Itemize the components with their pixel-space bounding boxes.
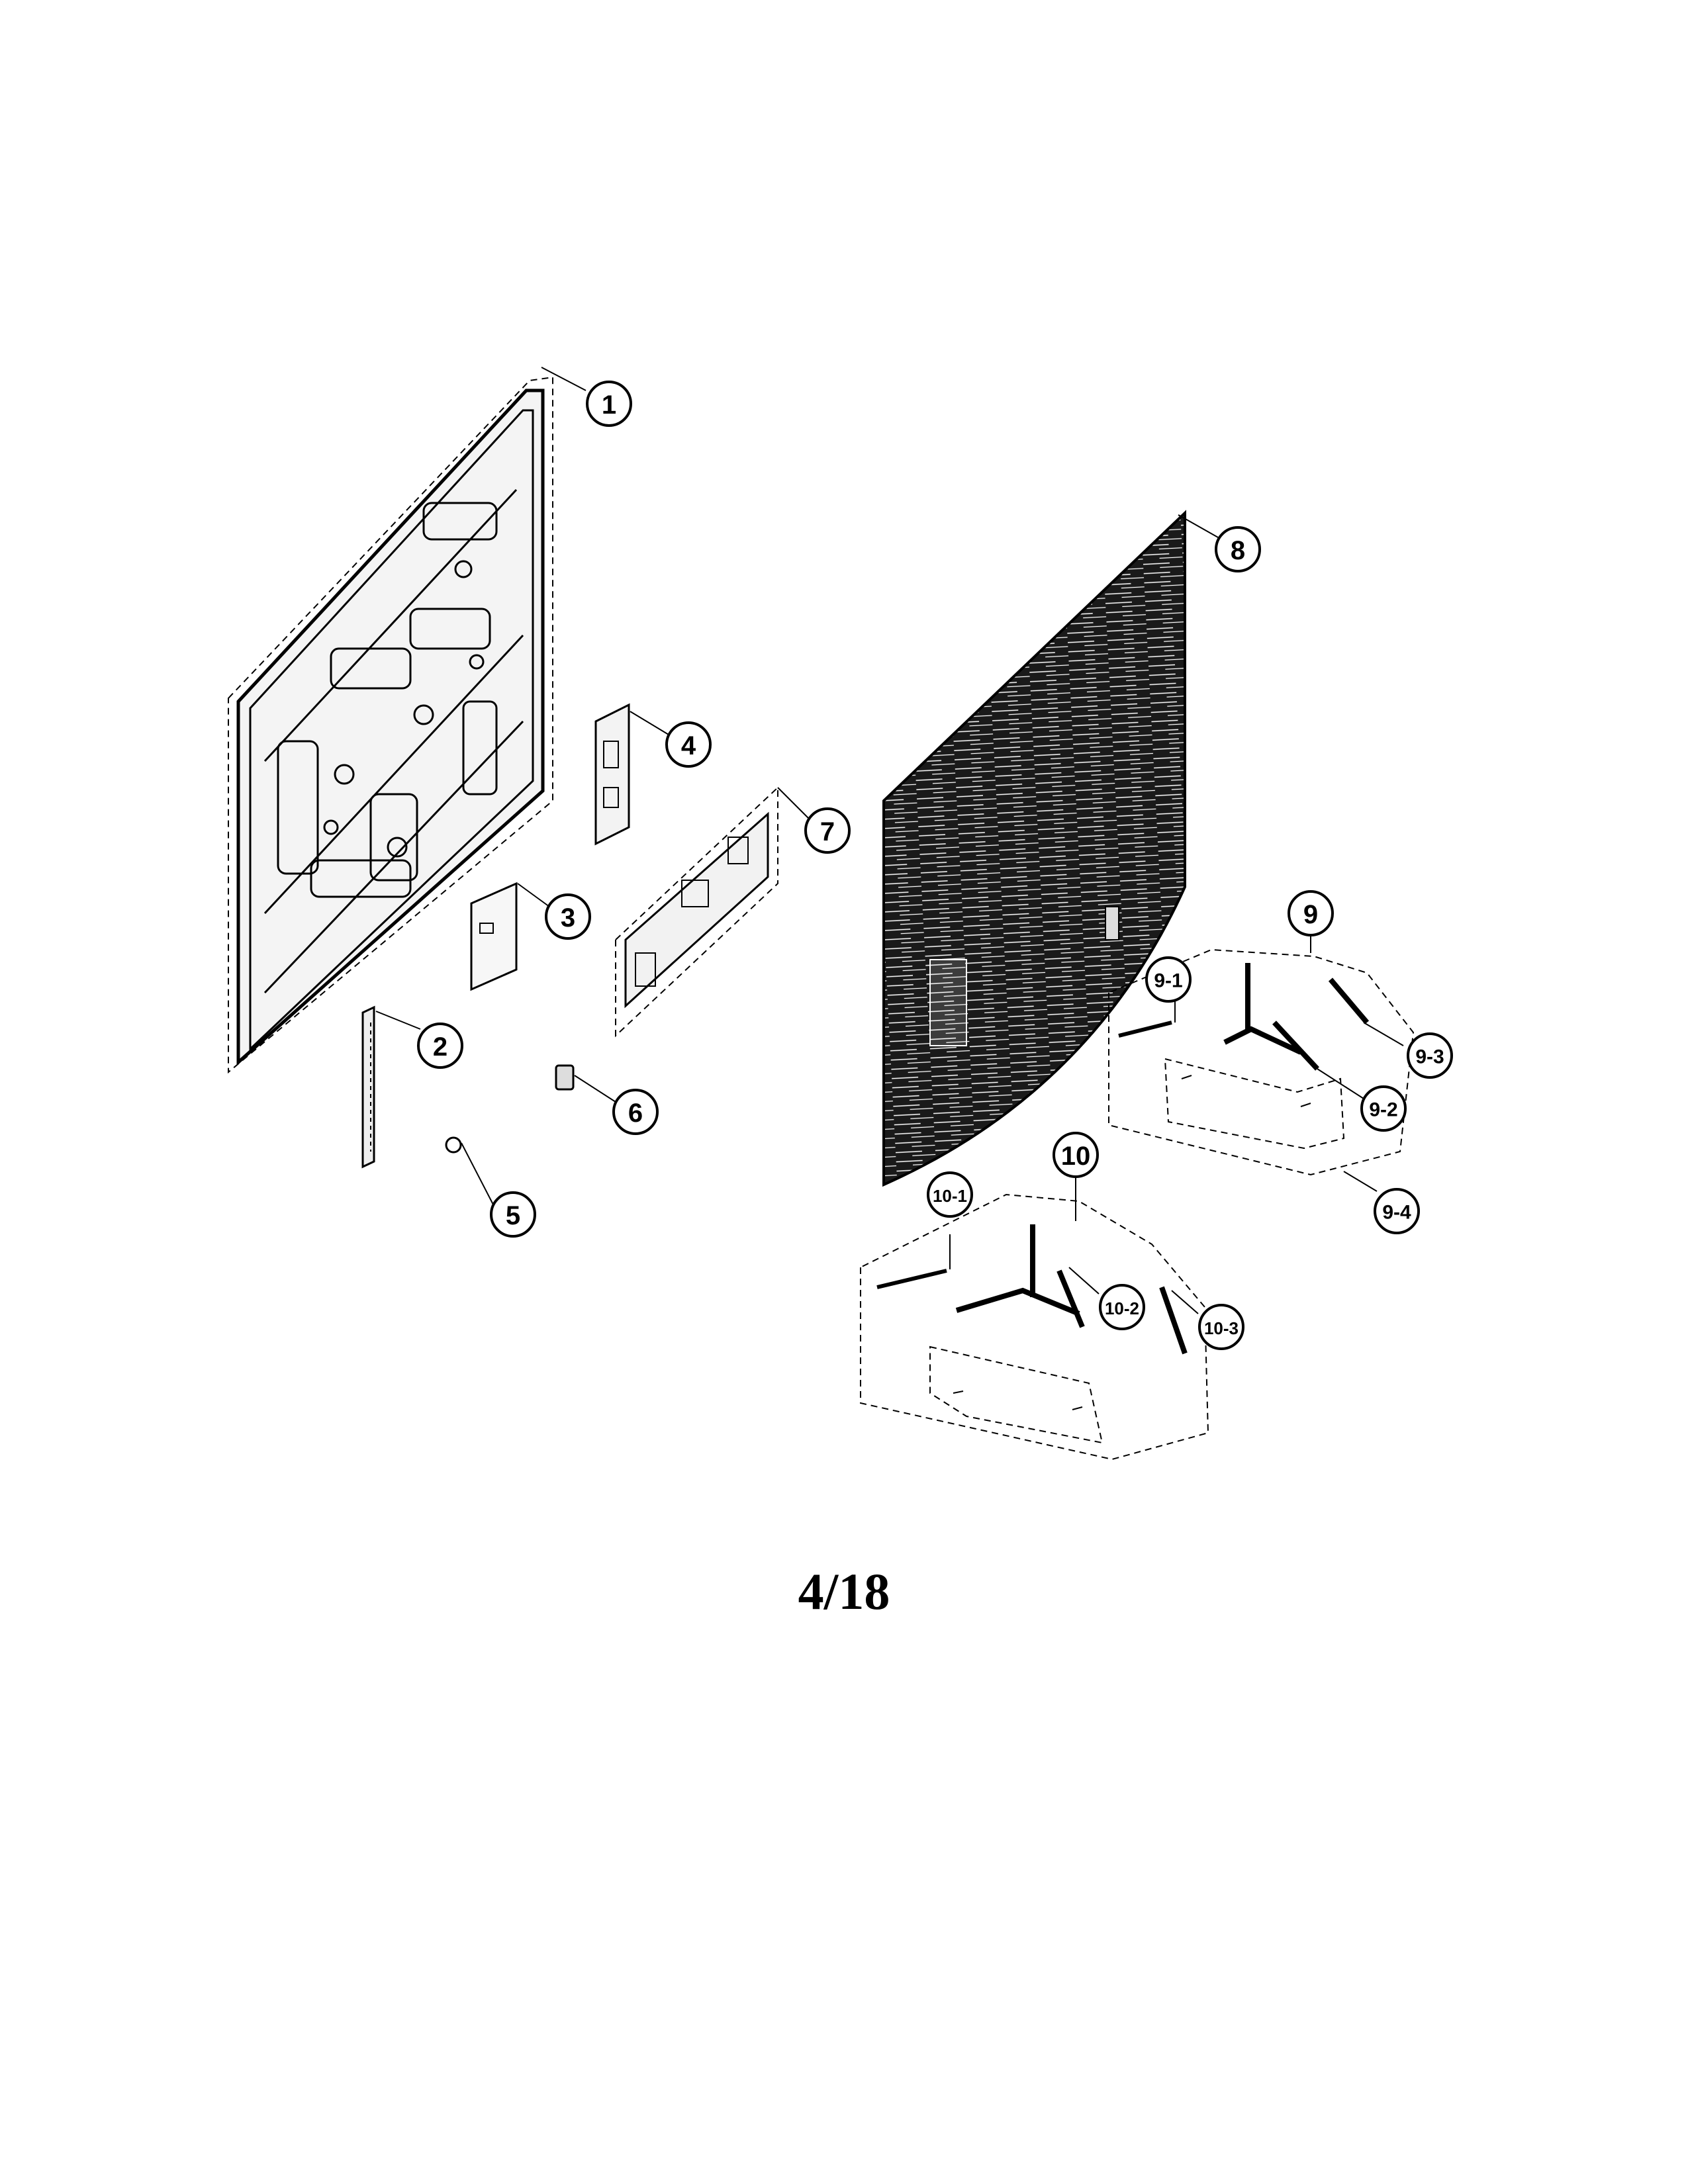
callout-label: 7 bbox=[820, 817, 835, 846]
callout-label: 9-1 bbox=[1154, 970, 1182, 992]
bracket-part-2 bbox=[361, 1005, 421, 1169]
board-part-3 bbox=[470, 882, 550, 991]
callout-label: 9-2 bbox=[1369, 1099, 1397, 1121]
callout-2: 2 bbox=[417, 1023, 463, 1069]
board-part-7 bbox=[615, 786, 812, 1038]
callout-label: 4 bbox=[681, 731, 696, 760]
callout-3: 3 bbox=[545, 893, 591, 940]
callout-label: 2 bbox=[433, 1032, 447, 1062]
callout-9-4: 9-4 bbox=[1374, 1188, 1420, 1234]
callout-5: 5 bbox=[490, 1191, 536, 1238]
callout-9-2: 9-2 bbox=[1360, 1085, 1407, 1132]
board-part-4 bbox=[594, 703, 669, 846]
callout-label: 10-2 bbox=[1105, 1298, 1139, 1318]
callout-label: 1 bbox=[602, 390, 616, 420]
callout-label: 6 bbox=[628, 1099, 643, 1128]
page-number: 4/18 bbox=[798, 1563, 890, 1620]
callout-9-1: 9-1 bbox=[1145, 956, 1192, 1003]
callout-label: 10 bbox=[1061, 1142, 1091, 1171]
callout-7: 7 bbox=[804, 807, 851, 854]
callout-label: 10-3 bbox=[1204, 1318, 1239, 1338]
stand-set-part-9 bbox=[1108, 913, 1415, 1192]
callout-label: 10-1 bbox=[933, 1186, 967, 1206]
rear-panel-part-1 bbox=[228, 367, 586, 1074]
callout-label: 9 bbox=[1303, 900, 1318, 929]
callout-6: 6 bbox=[612, 1089, 659, 1135]
rear-cover-part-8 bbox=[882, 510, 1219, 1187]
callout-10-2: 10-2 bbox=[1099, 1284, 1145, 1330]
callout-label: 8 bbox=[1231, 536, 1245, 565]
callout-9: 9 bbox=[1288, 890, 1334, 936]
callout-label: 9-4 bbox=[1382, 1202, 1411, 1224]
callout-10: 10 bbox=[1053, 1132, 1099, 1178]
callout-8: 8 bbox=[1215, 526, 1261, 572]
module-part-6 bbox=[555, 1064, 616, 1103]
component-part-5 bbox=[445, 1136, 494, 1205]
callout-10-1: 10-1 bbox=[927, 1171, 973, 1218]
callout-9-3: 9-3 bbox=[1407, 1032, 1453, 1079]
callout-1: 1 bbox=[586, 381, 632, 427]
stand-set-part-10 bbox=[860, 1175, 1209, 1461]
callout-label: 3 bbox=[561, 903, 575, 933]
callout-10-3: 10-3 bbox=[1198, 1304, 1244, 1350]
callout-4: 4 bbox=[665, 721, 712, 768]
callout-label: 9-3 bbox=[1415, 1046, 1444, 1068]
callout-label: 5 bbox=[506, 1201, 520, 1230]
